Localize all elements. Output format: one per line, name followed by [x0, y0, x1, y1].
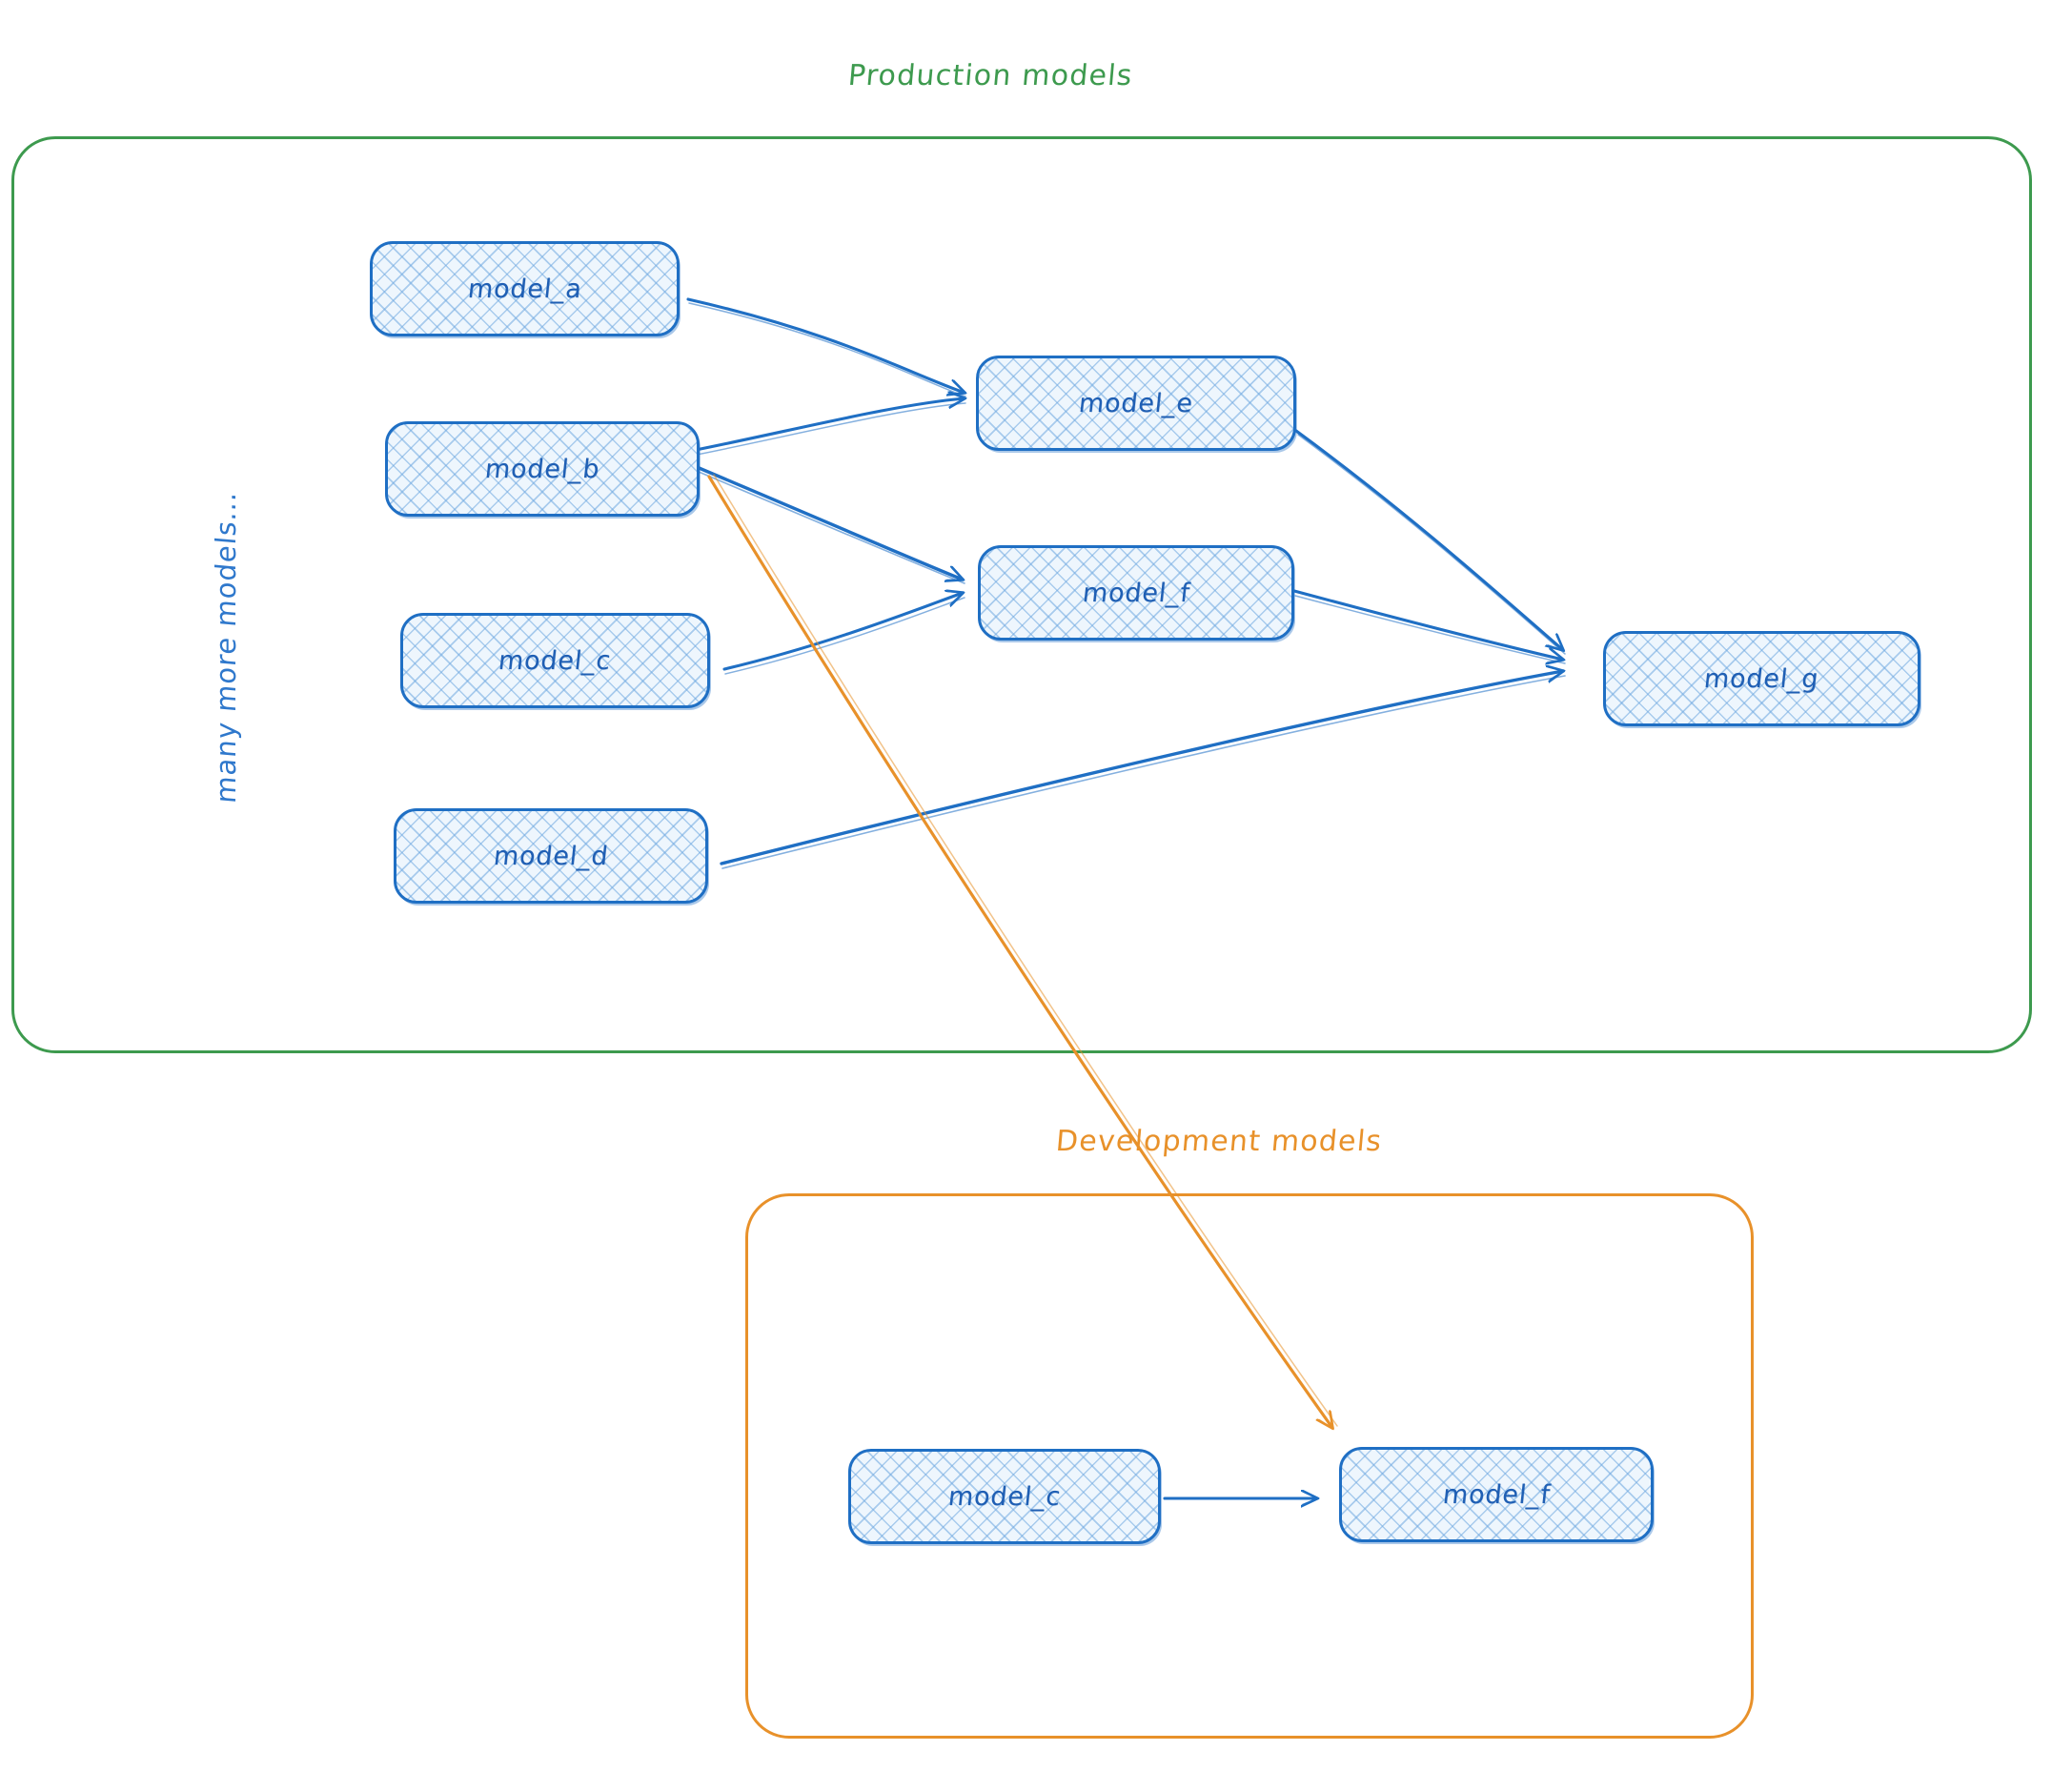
node-model-c[interactable]: model_c: [400, 613, 710, 708]
edge-model-b-to-dev-model-f: [707, 474, 1338, 1428]
node-dev-model-c[interactable]: model_c: [848, 1449, 1161, 1544]
node-model-g[interactable]: model_g: [1603, 631, 1920, 726]
node-model-f-label: model_f: [1081, 578, 1191, 608]
node-dev-model-f[interactable]: model_f: [1339, 1447, 1654, 1542]
node-model-a[interactable]: model_a: [370, 241, 680, 336]
node-model-e-label: model_e: [1077, 388, 1195, 418]
node-dev-model-c-label: model_c: [946, 1481, 1063, 1512]
production-group-container: [11, 136, 2032, 1053]
node-model-e[interactable]: model_e: [976, 356, 1296, 451]
node-model-c-label: model_c: [497, 645, 614, 676]
development-group-container: [745, 1193, 1754, 1739]
node-model-d[interactable]: model_d: [394, 808, 708, 904]
node-dev-model-f-label: model_f: [1441, 1479, 1552, 1510]
edge-model-f-to-model-g: [1292, 589, 1565, 663]
edge-model-b-to-model-e: [694, 398, 965, 456]
node-model-d-label: model_d: [492, 841, 610, 871]
node-model-a-label: model_a: [466, 274, 583, 304]
edge-model-a-to-model-e: [686, 297, 965, 397]
node-model-b[interactable]: model_b: [385, 421, 700, 517]
edge-model-c-to-model-f: [722, 593, 965, 675]
edge-model-d-to-model-g: [720, 671, 1565, 869]
node-model-b-label: model_b: [483, 454, 601, 484]
edge-model-e-to-model-g: [1294, 429, 1566, 655]
node-model-g-label: model_g: [1702, 663, 1821, 694]
node-model-f[interactable]: model_f: [978, 545, 1294, 641]
edge-model-b-to-model-f: [695, 465, 965, 584]
